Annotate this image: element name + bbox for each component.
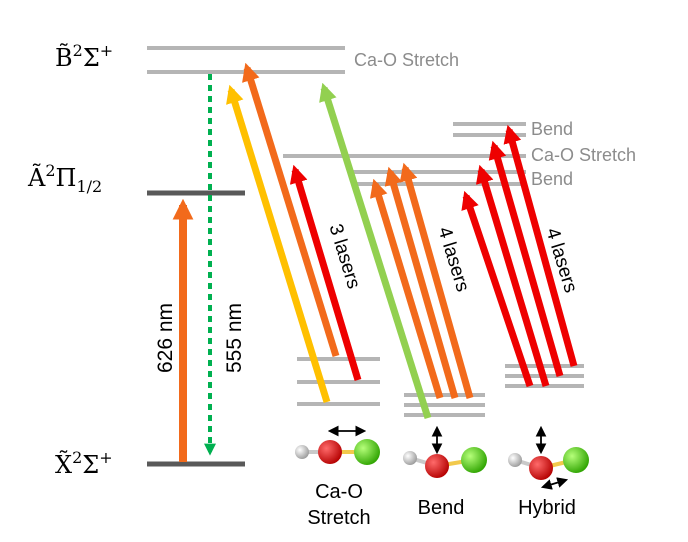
state-label-a: Ã2Π1/2 (27, 161, 102, 196)
laser-red-group1 (289, 164, 362, 382)
molecule-bend-icon (403, 425, 487, 478)
laser-orange-group2-a (369, 178, 444, 400)
laser-yellow-to-b (226, 84, 331, 404)
decay-wavelength-label: 555 nm (223, 303, 246, 373)
laser-orange-to-b (242, 62, 340, 358)
laser-red-group3-b (475, 164, 550, 388)
state-label-x: X̃2Σ+ (55, 448, 113, 479)
mode-label-bend: Bend (418, 497, 465, 519)
level-label-bend-upper: Bend (531, 119, 573, 139)
mode-label-stretch-line2: Stretch (307, 507, 370, 529)
pump-wavelength-label: 626 nm (154, 303, 177, 373)
laser-orange-group2-b (384, 166, 459, 399)
laser-red-group3-c (488, 140, 564, 377)
molecule-stretch-icon (295, 425, 380, 465)
laser-red-group3-d (503, 124, 578, 367)
level-label-ca-o-stretch-right: Ca-O Stretch (531, 145, 636, 165)
level-label-bend-lower: Bend (531, 169, 573, 189)
laser-red-group3-a (461, 190, 534, 388)
level-label-ca-o-stretch-top: Ca-O Stretch (354, 50, 459, 70)
laser-green-to-b (319, 82, 432, 420)
mode-label-stretch-line1: Ca-O (315, 481, 363, 503)
mode-label-hybrid: Hybrid (518, 497, 576, 519)
state-label-b: B̃2Σ+ (55, 41, 113, 72)
laser-orange-group2-c (399, 162, 474, 399)
molecule-hybrid-icon (508, 425, 589, 490)
